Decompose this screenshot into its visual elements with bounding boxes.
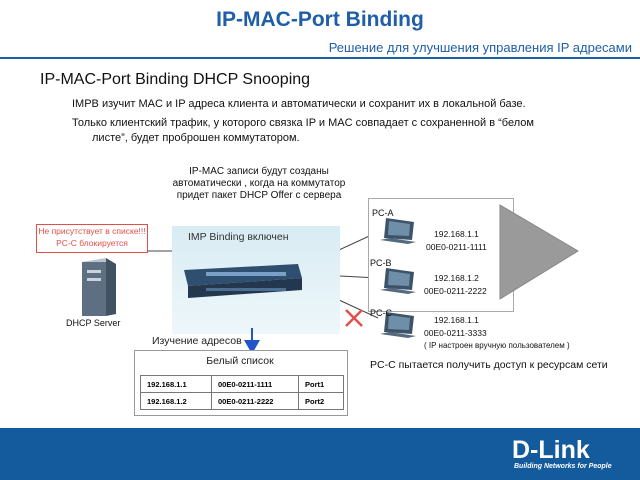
paragraph-whitelist-line-1: Только клиентский трафик, у которого свя… xyxy=(72,117,534,129)
pc-b-mac: 00E0-0211-2222 xyxy=(424,286,487,296)
page-title: IP-MAC-Port Binding xyxy=(216,8,424,31)
footer-band xyxy=(0,428,640,480)
pc-c-label: PC-C xyxy=(370,308,392,318)
pc-b-label: PC-B xyxy=(370,258,392,268)
pc-b-ip: 192.168.1.2 xyxy=(434,273,479,283)
pc-b-info: 192.168.1.2 00E0-0211-2222 xyxy=(424,272,487,298)
paragraph-whitelist-line-2: листе”, будет проброшен коммутатором. xyxy=(92,132,300,144)
table-row: 192.168.1.2 00E0-0211-2222 Port2 xyxy=(140,392,344,410)
dhcp-server-icon xyxy=(82,258,116,316)
whitelist-ip-cell: 192.168.1.1 xyxy=(140,375,212,393)
section-heading: IP-MAC-Port Binding DHCP Snooping xyxy=(40,71,311,88)
pc-a-label: PC-A xyxy=(372,208,394,218)
imp-binding-label: IMP Binding включен xyxy=(188,231,289,243)
whitelist-mac-cell: 00E0-0211-1111 xyxy=(211,375,299,393)
whitelist-port-cell: Port2 xyxy=(298,392,344,410)
pc-c-ip: 192.168.1.1 xyxy=(434,315,479,325)
table-row: 192.168.1.1 00E0-0211-1111 Port1 xyxy=(140,375,344,393)
whitelist-mac-cell: 00E0-0211-2222 xyxy=(211,392,299,410)
blocked-cross-icon xyxy=(345,309,363,327)
paragraph-impb: IMPB изучит MAC и IP адреса клиента и ав… xyxy=(72,98,526,110)
blocked-alert-line-1: Не присутствует в списке!!! xyxy=(38,226,146,236)
address-learning-label: Изучение адресов xyxy=(152,335,242,347)
switch-icon xyxy=(184,264,302,298)
dlink-logo: D-Link xyxy=(512,436,590,464)
whitelist-ip-cell: 192.168.1.2 xyxy=(140,392,212,410)
network-resource-icon xyxy=(499,204,579,300)
brand-tagline: Building Networks for People xyxy=(514,463,612,470)
pc-b-icon xyxy=(380,268,416,294)
pc-c-mac: 00E0-0211-3333 xyxy=(424,328,487,338)
pc-a-ip: 192.168.1.1 xyxy=(434,229,479,239)
pc-a-mac: 00E0-0211-1111 xyxy=(426,242,487,252)
whitelist-label: Белый список xyxy=(206,355,274,367)
title-divider xyxy=(0,57,640,59)
network-area xyxy=(368,198,514,312)
pc-a-info: 192.168.1.1 00E0-0211-1111 xyxy=(426,228,487,254)
pc-c-icon xyxy=(380,312,416,338)
blocked-alert: Не присутствует в списке!!! PC-C блокиру… xyxy=(36,224,148,253)
whitelist-port-cell: Port1 xyxy=(298,375,344,393)
pc-c-manual-note: ( IP настроен вручную пользователем ) xyxy=(424,341,570,350)
pc-a-icon xyxy=(380,218,416,244)
whitelist-table: 192.168.1.1 00E0-0211-1111 Port1 192.168… xyxy=(140,375,344,410)
page-subtitle: Решение для улучшения управления IP адре… xyxy=(328,40,632,55)
dhcp-offer-note: IP-MAC записи будут созданы автоматическ… xyxy=(172,166,346,201)
paragraph-whitelist: Только клиентский трафик, у которого свя… xyxy=(72,116,612,146)
learning-arrow-icon xyxy=(244,328,260,354)
dhcp-server-label: DHCP Server xyxy=(66,318,121,328)
pc-c-info: 192.168.1.1 00E0-0211-3333 xyxy=(424,314,487,340)
access-attempt-note: PC-C пытается получить доступ к ресурсам… xyxy=(370,359,608,371)
blocked-alert-line-2: PC-C блокируется xyxy=(56,238,128,248)
